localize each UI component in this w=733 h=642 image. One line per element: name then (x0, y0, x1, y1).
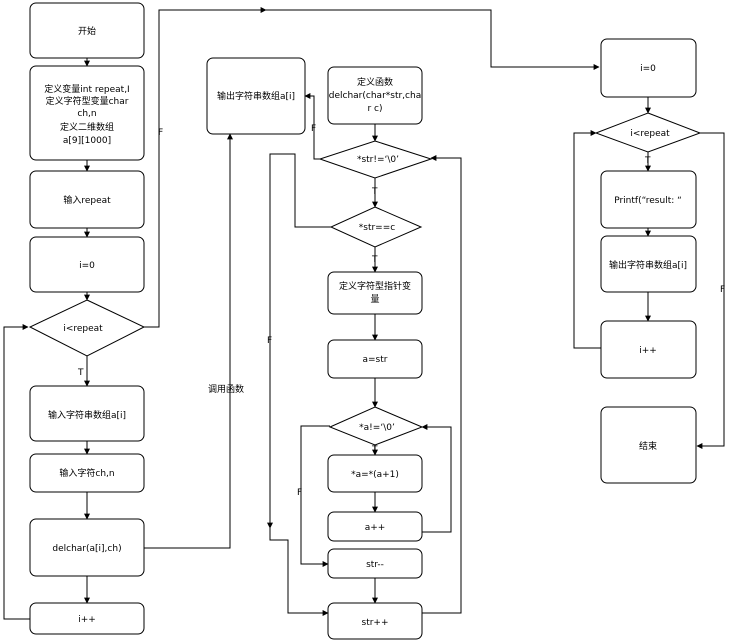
svg-text:delchar(a[i],ch): delchar(a[i],ch) (52, 544, 121, 554)
svg-text:*a!=‘\0’: *a!=‘\0’ (359, 423, 395, 433)
svg-text:量: 量 (370, 294, 379, 305)
pointer-def-node: 定义字符型指针变 量 (327, 271, 423, 315)
edge-condr-false (696, 132, 725, 449)
label-true-cond2: T (371, 255, 378, 265)
condition-right-node: i<repeat (594, 112, 702, 153)
edge-branch-to-strinc (269, 528, 329, 616)
svg-text:Printf(“result: “: Printf(“result: “ (614, 196, 682, 206)
label-false-cond1: F (311, 124, 316, 134)
svg-text:输入字符串数组a[i]: 输入字符串数组a[i] (48, 409, 126, 421)
a-shift-node: *a=*(a+1) (327, 454, 423, 493)
nodes: 开始 定义变量int repeat,I 定义字符型变量char ch,n 定义二… (28, 2, 702, 640)
condition-str-eq-c-node: *str==c (329, 206, 423, 248)
printf-node: Printf(“result: “ (600, 170, 697, 229)
end-node: 结束 (600, 406, 697, 484)
svg-text:a=str: a=str (363, 355, 388, 365)
svg-text:a[9][1000]: a[9][1000] (63, 136, 111, 146)
label-call-function: 调用函数 (208, 383, 244, 395)
condition-a-notnull-node: *a!=‘\0’ (328, 406, 424, 446)
input-char-node: 输入字符ch,n (29, 453, 145, 493)
label-true-right: T (644, 156, 651, 166)
edge-loop-back-left (3, 324, 30, 620)
label-true-left: T (77, 368, 84, 378)
edge-strinc-back (422, 155, 462, 614)
function-def-node: 定义函数 delchar(char*str,cha r c) (327, 66, 423, 125)
label-true-cond1: T (371, 187, 378, 197)
edge-top-to-right (266, 9, 600, 70)
svg-text:delchar(char*str,cha: delchar(char*str,cha (329, 91, 421, 101)
svg-text:输入字符ch,n: 输入字符ch,n (59, 467, 114, 479)
str-increment-node: str++ (327, 602, 423, 640)
svg-text:i++: i++ (639, 346, 657, 356)
svg-text:开始: 开始 (78, 25, 96, 37)
svg-text:*str!=‘\0’: *str!=‘\0’ (357, 155, 399, 165)
call-delchar-node: delchar(a[i],ch) (29, 518, 145, 577)
increment-left-node: i++ (29, 602, 145, 635)
edge-labels: T F 调用函数 F T T F T F T F (77, 124, 725, 498)
svg-text:定义变量int repeat,I: 定义变量int repeat,I (44, 83, 129, 95)
a-increment-node: a++ (327, 511, 423, 542)
start-node: 开始 (29, 2, 145, 59)
condition-left-node: i<repeat (28, 299, 146, 357)
label-false-right: F (720, 285, 725, 295)
init-i-left-node: i=0 (29, 236, 145, 293)
increment-right-node: i++ (600, 320, 697, 379)
svg-text:结束: 结束 (639, 440, 657, 452)
input-string-node: 输入字符串数组a[i] (29, 385, 145, 442)
condition-str-notnull-node: *str!=‘\0’ (318, 140, 433, 179)
a-eq-str-node: a=str (327, 339, 423, 379)
svg-text:输入repeat: 输入repeat (63, 194, 111, 206)
label-false-cond2: F (267, 336, 272, 346)
svg-text:输出字符串数组a[i]: 输出字符串数组a[i] (609, 259, 687, 271)
output-middle-node: 输出字符串数组a[i] (206, 57, 306, 135)
svg-text:*str==c: *str==c (359, 223, 396, 233)
input-repeat-node: 输入repeat (29, 170, 145, 229)
label-false-left: F (158, 128, 163, 138)
svg-text:i++: i++ (78, 615, 96, 625)
edge-ainc-back (421, 424, 452, 533)
edge-cond-false-top (144, 7, 267, 328)
svg-text:*a=*(a+1): *a=*(a+1) (351, 470, 399, 480)
svg-text:str--: str-- (366, 560, 384, 570)
svg-text:str++: str++ (362, 618, 389, 628)
str-decrement-node: str-- (327, 548, 423, 579)
edge-call-function (144, 133, 233, 549)
edge-cond1-false (304, 93, 320, 160)
svg-text:i<repeat: i<repeat (630, 129, 670, 139)
svg-text:i=0: i=0 (640, 64, 656, 74)
edges (3, 7, 725, 620)
edge-incr-back (573, 130, 601, 349)
svg-text:i=0: i=0 (79, 261, 95, 271)
output-right-node: 输出字符串数组a[i] (600, 235, 697, 293)
label-true-cond3: T (371, 445, 378, 455)
svg-text:r c): r c) (367, 104, 382, 114)
svg-text:输出字符串数组a[i]: 输出字符串数组a[i] (217, 90, 295, 102)
svg-text:定义函数: 定义函数 (357, 76, 393, 88)
edge-cond2-false (267, 153, 331, 529)
svg-text:ch,n: ch,n (77, 109, 96, 119)
declaration-node: 定义变量int repeat,I 定义字符型变量char ch,n 定义二维数组… (29, 65, 145, 161)
label-false-cond3: F (297, 488, 302, 498)
edge-cond3-false (300, 425, 330, 567)
svg-text:i<repeat: i<repeat (63, 324, 103, 334)
svg-text:定义字符型变量char: 定义字符型变量char (46, 95, 129, 107)
svg-text:a++: a++ (365, 523, 386, 533)
svg-text:定义字符型指针变: 定义字符型指针变 (339, 280, 411, 292)
init-i-right-node: i=0 (600, 38, 697, 98)
svg-text:定义二维数组: 定义二维数组 (60, 121, 114, 133)
